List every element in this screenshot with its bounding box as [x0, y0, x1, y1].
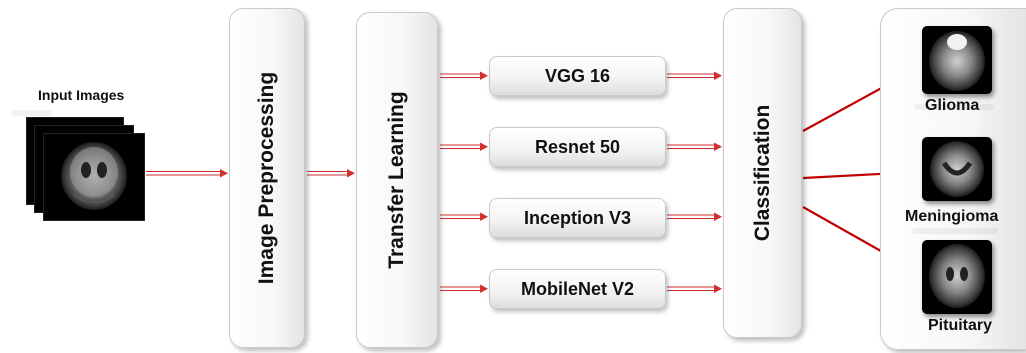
classification-block: Classification	[723, 8, 802, 338]
arrow-transfer-to-model-2	[440, 142, 488, 151]
image-preprocessing-label: Image Preprocessing	[255, 71, 278, 285]
arrow-preprocessing-to-transfer	[307, 169, 355, 178]
classification-label: Classification	[750, 104, 774, 242]
arrow-model-2-to-classification	[667, 142, 722, 151]
transfer-learning-block: Transfer Learning	[356, 12, 438, 348]
input-images-label: Input Images	[38, 87, 125, 103]
output-label-pituitary: Pituitary	[928, 317, 993, 334]
model-box-vgg16: VGG 16	[489, 56, 666, 96]
arrow-input-to-preprocessing	[146, 169, 228, 178]
glioma-thumbnail	[922, 26, 992, 94]
meningioma-thumbnail	[922, 137, 992, 201]
arrow-transfer-to-model-1	[440, 71, 488, 80]
output-label-glioma: Glioma	[925, 97, 980, 114]
brain-coronal-icon	[61, 142, 127, 210]
arrow-transfer-to-model-4	[440, 284, 488, 293]
model-box-inception-v3: Inception V3	[489, 198, 666, 238]
arrow-model-3-to-classification	[667, 212, 722, 221]
output-label-meningioma: Meningioma	[905, 208, 999, 225]
model-box-resnet50: Resnet 50	[489, 127, 666, 167]
pituitary-thumbnail	[922, 240, 992, 314]
brain-pituitary-icon	[929, 244, 985, 308]
arrow-transfer-to-model-3	[440, 212, 488, 221]
brain-meningioma-icon	[930, 141, 984, 197]
transfer-learning-label: Transfer Learning	[385, 91, 408, 269]
mri-scan-front	[43, 133, 145, 221]
image-preprocessing-block: Image Preprocessing	[229, 8, 305, 348]
arrow-model-1-to-classification	[667, 71, 722, 80]
arrow-model-4-to-classification	[667, 284, 722, 293]
brain-glioma-icon	[929, 31, 985, 91]
model-box-mobilenet-v2: MobileNet V2	[489, 269, 666, 309]
